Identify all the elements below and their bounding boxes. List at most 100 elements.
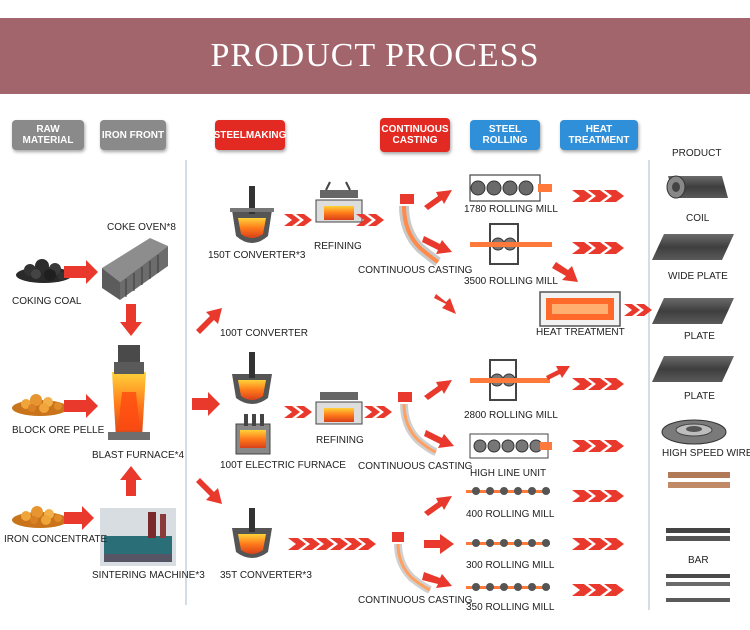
chevron-arrow bbox=[572, 584, 624, 596]
bar-icon-set bbox=[666, 472, 730, 602]
converter-35-label: 35T CONVERTER*3 bbox=[220, 570, 312, 581]
stage-iron-front: IRON FRONT bbox=[100, 120, 166, 150]
arrow bbox=[64, 260, 98, 284]
rolling-mill-1780-label: 1780 ROLLING MILL bbox=[464, 204, 558, 215]
rolling-mill-300-label: 300 ROLLING MILL bbox=[466, 560, 555, 571]
continuous-casting-3-label: CONTINUOUS CASTING bbox=[358, 595, 473, 606]
heat-treatment-icon bbox=[539, 291, 621, 327]
arrow bbox=[552, 262, 578, 282]
rolling-mill-1780-icon bbox=[469, 174, 552, 202]
block-ore-icon bbox=[12, 394, 68, 416]
arrow bbox=[422, 236, 452, 254]
arrow bbox=[64, 394, 98, 418]
chevron-arrow bbox=[572, 440, 624, 452]
arrow bbox=[424, 380, 452, 400]
converter-35-icon bbox=[232, 508, 272, 558]
chevron-arrow bbox=[284, 406, 312, 418]
rolling-mill-400-label: 400 ROLLING MILL bbox=[466, 509, 555, 520]
arrow bbox=[424, 496, 452, 516]
rolling-mill-400-icon bbox=[466, 487, 550, 495]
arrow bbox=[64, 506, 94, 530]
continuous-casting-1-label: CONTINUOUS CASTING bbox=[358, 265, 473, 276]
refining-2-icon bbox=[315, 392, 363, 425]
converter-150-label: 150T CONVERTER*3 bbox=[208, 250, 306, 261]
rolling-mill-3500-icon bbox=[470, 223, 552, 265]
coking-coal-label: COKING COAL bbox=[12, 296, 82, 307]
plate-1-icon bbox=[652, 298, 734, 324]
wide-plate-label: WIDE PLATE bbox=[668, 271, 728, 282]
high-line-unit-label: HIGH LINE UNIT bbox=[470, 468, 547, 479]
arrow bbox=[196, 308, 222, 334]
continuous-casting-2-label: CONTINUOUS CASTING bbox=[358, 461, 473, 472]
chevron-arrow bbox=[624, 304, 652, 316]
coil-label: COIL bbox=[686, 213, 710, 224]
chevron-arrow bbox=[364, 406, 392, 418]
converter-100-icon bbox=[232, 352, 272, 404]
coke-oven-label: COKE OVEN*8 bbox=[107, 222, 176, 233]
product-header-label: PRODUCT bbox=[672, 148, 722, 159]
stage-steelmaking: STEELMAKING bbox=[214, 120, 286, 150]
arrow bbox=[434, 294, 456, 314]
rolling-mill-350-icon bbox=[466, 583, 550, 591]
chevron-arrow bbox=[356, 214, 384, 226]
coil-icon bbox=[666, 175, 728, 199]
sintering-machine-label: SINTERING MACHINE*3 bbox=[92, 570, 205, 581]
refining-2-label: REFINING bbox=[316, 435, 364, 446]
arrow bbox=[422, 572, 452, 588]
sintering-machine-icon bbox=[100, 508, 176, 566]
product-arrows bbox=[546, 190, 652, 596]
chevron-arrows bbox=[284, 214, 392, 550]
rolling-mill-3500-label: 3500 ROLLING MILL bbox=[464, 276, 558, 287]
arrow bbox=[192, 392, 220, 416]
electric-furnace-label: 100T ELECTRIC FURNACE bbox=[220, 460, 346, 471]
bar-label: BAR bbox=[688, 555, 709, 566]
plate-2-label: PLATE bbox=[684, 391, 715, 402]
iron-concentrate-label: IRON CONCENTRATE bbox=[4, 534, 108, 545]
wide-plate-icon bbox=[652, 234, 734, 260]
stage-steel-rolling: STEEL ROLLING bbox=[470, 120, 540, 150]
refining-1-label: REFINING bbox=[314, 241, 362, 252]
chevron-arrow bbox=[284, 214, 312, 226]
block-ore-label: BLOCK ORE PELLE bbox=[12, 425, 105, 436]
stage-heat-treatment: HEAT TREATMENT bbox=[560, 120, 638, 150]
rolling-mill-2800-label: 2800 ROLLING MILL bbox=[464, 410, 558, 421]
raw-arrows bbox=[64, 260, 222, 530]
arrow bbox=[424, 190, 452, 210]
chevron-arrow bbox=[572, 378, 624, 390]
arrow bbox=[424, 534, 454, 554]
high-speed-wire-label: HIGH SPEED WIRE bbox=[662, 448, 750, 459]
rolling-mill-2800-icon bbox=[470, 359, 550, 401]
high-line-unit-icon bbox=[469, 433, 552, 459]
rolling-mill-350-label: 350 ROLLING MILL bbox=[466, 602, 555, 613]
continuous-casting-1-icon bbox=[399, 194, 441, 267]
arrow bbox=[546, 366, 570, 380]
stage-raw-material: RAW MATERIAL bbox=[12, 120, 84, 150]
chevron-arrow bbox=[572, 190, 624, 202]
converter-100-label: 100T CONVERTER bbox=[220, 328, 308, 339]
coking-coal-icon bbox=[16, 259, 72, 283]
title-banner-bar bbox=[0, 18, 750, 94]
arrow bbox=[120, 304, 142, 336]
casting-arrows bbox=[422, 190, 456, 588]
coke-oven-icon bbox=[102, 238, 168, 300]
converter-150-icon bbox=[230, 186, 274, 243]
arrow bbox=[424, 430, 454, 448]
iron-concentrate-icon bbox=[12, 506, 68, 528]
chevron-arrow bbox=[288, 538, 376, 550]
stage-continuous-casting: CONTINUOUS CASTING bbox=[380, 118, 450, 152]
title-banner: PRODUCT PROCESS bbox=[0, 0, 750, 100]
refining-1-icon bbox=[315, 181, 363, 223]
heat-treatment-label: HEAT TREATMENT bbox=[536, 327, 625, 338]
chevron-arrow bbox=[572, 490, 624, 502]
continuous-casting-3-icon bbox=[392, 532, 432, 594]
rolling-mill-300-icon bbox=[466, 539, 550, 547]
plate-1-label: PLATE bbox=[684, 331, 715, 342]
page-title: PRODUCT PROCESS bbox=[210, 37, 540, 74]
arrow bbox=[196, 478, 222, 504]
blast-furnace-label: BLAST FURNACE*4 bbox=[92, 450, 185, 461]
blast-furnace-icon bbox=[108, 345, 150, 440]
high-speed-wire-icon bbox=[661, 419, 727, 445]
plate-2-icon bbox=[652, 356, 734, 382]
continuous-casting-2-icon bbox=[398, 392, 438, 456]
